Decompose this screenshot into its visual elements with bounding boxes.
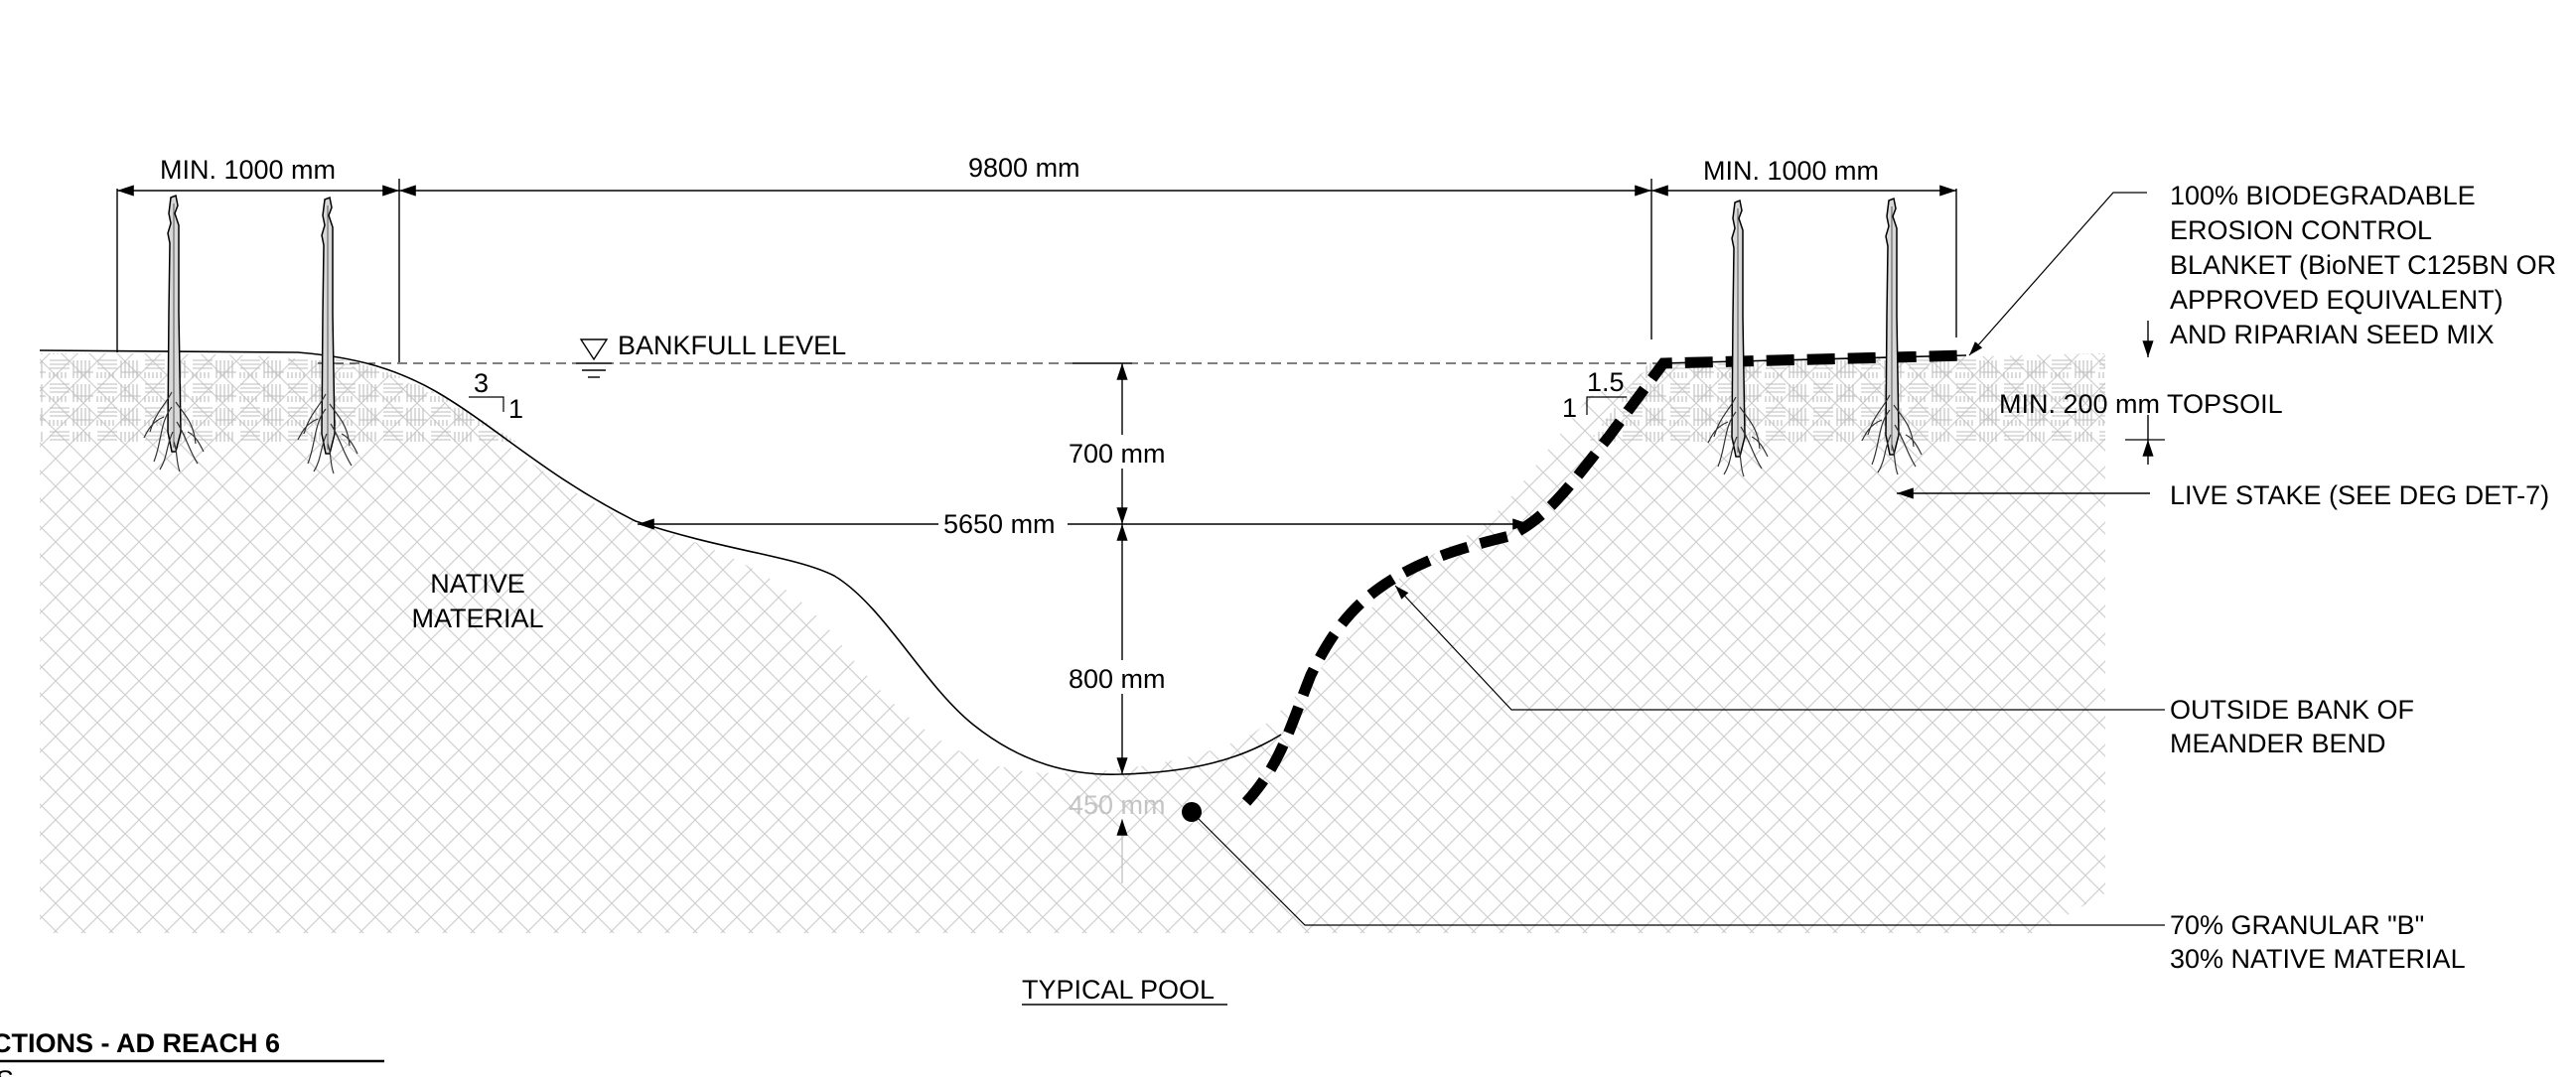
outside-bank-callout-line: OUTSIDE BANK OF — [2170, 695, 2414, 725]
left-slope-symbol — [469, 396, 504, 412]
section-caption: TYPICAL POOL — [1022, 975, 1215, 1005]
right-buffer-dimension: MIN. 1000 mm — [1703, 156, 1879, 186]
vertical-dimensions — [1073, 362, 1132, 883]
left-buffer-dimension: MIN. 1000 mm — [160, 155, 336, 185]
ground-line — [39, 349, 1282, 776]
native-material-fill — [40, 353, 2105, 933]
left-slope-run: 3 — [474, 368, 489, 398]
bankfull-depth-dimension: 700 mm — [1069, 439, 1166, 469]
right-slope-symbol — [1586, 396, 1627, 415]
top-dimensions — [116, 179, 1957, 362]
right-slope-rise: 1 — [1562, 393, 1577, 423]
erosion-blanket — [1241, 349, 1967, 806]
native-material-label: MATERIAL — [411, 604, 543, 633]
right-slope-run: 1.5 — [1587, 367, 1625, 397]
topsoil-right — [1589, 353, 2105, 442]
sheet-title: CTIONS - AD REACH 6 — [0, 1028, 280, 1058]
leader-dot-icon — [1182, 802, 1202, 822]
live-stake-callout: LIVE STAKE (SEE DEG DET-7) — [2170, 480, 2549, 510]
blanket-callout-line: EROSION CONTROL — [2170, 215, 2432, 245]
mid-width-dimension: 5650 mm — [943, 509, 1056, 539]
blanket-callout-line: 100% BIODEGRADABLE — [2170, 181, 2476, 210]
topsoil-callout: MIN. 200 mm TOPSOIL — [1999, 389, 2283, 419]
blanket-callout-line: APPROVED EQUIVALENT) — [2170, 285, 2504, 315]
pool-depth-dimension: 800 mm — [1069, 664, 1166, 694]
bankfull-level-label: BANKFULL LEVEL — [618, 331, 846, 360]
inverted-triangle-water-level-icon — [576, 338, 612, 378]
blanket-callout-line: BLANKET (BioNET C125BN OR — [2170, 250, 2556, 280]
granular-callout-line: 30% NATIVE MATERIAL — [2170, 944, 2466, 974]
callout-leaders — [1182, 192, 2165, 926]
sheet-subtitle: S — [0, 1065, 14, 1077]
sub-pool-depth-dimension: 450 mm — [1069, 790, 1166, 820]
channel-width-dimension: 9800 mm — [968, 153, 1080, 183]
native-material-label: NATIVE — [430, 569, 525, 599]
left-slope-rise: 1 — [508, 394, 523, 424]
granular-callout-line: 70% GRANULAR "B" — [2170, 910, 2424, 940]
outside-bank-callout-line: MEANDER BEND — [2170, 729, 2386, 758]
blanket-callout-line: AND RIPARIAN SEED MIX — [2170, 320, 2495, 349]
